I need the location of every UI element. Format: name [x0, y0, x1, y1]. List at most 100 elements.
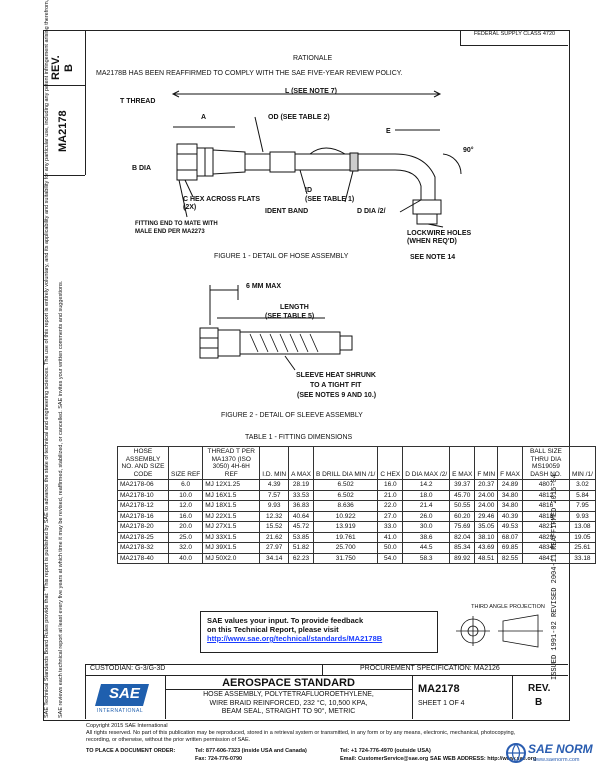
- table-cell: 40.39: [497, 510, 523, 522]
- feedback-link[interactable]: http://www.sae.org/technical/standards/M…: [207, 634, 383, 643]
- table-header-cell: HOSE ASSEMBLY NO. AND SIZE CODE: [117, 446, 169, 480]
- table-cell: 82.55: [497, 552, 523, 564]
- fig1-a: A: [201, 114, 207, 121]
- fig1-see-note14: SEE NOTE 14: [410, 254, 456, 261]
- projection-label: THIRD ANGLE PROJECTION: [471, 604, 545, 610]
- fig1-b-dia: B DIA: [132, 165, 152, 172]
- table-cell: 89.92: [449, 552, 476, 564]
- table-cell: 26.0: [402, 510, 451, 522]
- email: Email: CustomerService@sae.org: [340, 756, 429, 762]
- third-angle-projection-icon: [456, 614, 543, 648]
- fig1-ident-band: IDENT BAND: [265, 208, 309, 215]
- table-cell: 45.72: [288, 521, 314, 533]
- table-cell: 82.04: [449, 531, 476, 543]
- fig1-fitting-end: FITTING END TO MATE WITH MALE END PER MA…: [135, 221, 218, 235]
- desc-line1: HOSE ASSEMBLY, POLYTETRAFLUOROETHYLENE,: [203, 691, 374, 698]
- table-header-cell: I.D. MIN: [259, 446, 290, 480]
- table-cell: 25.700: [312, 542, 379, 554]
- table-cell: 16.0: [377, 479, 404, 491]
- table-cell: 6.0: [167, 479, 204, 491]
- watermark-globe-icon: [506, 743, 526, 763]
- figure1-caption: FIGURE 1 - DETAIL OF HOSE ASSEMBLY: [214, 253, 349, 260]
- table-cell: 3.02: [568, 479, 596, 491]
- table-header-cell: E MAX: [449, 446, 476, 480]
- fig2-see-notes: (SEE NOTES 9 AND 10.): [297, 392, 377, 399]
- watermark-sub: www.saenorm.com: [533, 757, 580, 763]
- fig1-id: ID: [305, 187, 312, 194]
- table-cell: 33.0: [377, 521, 404, 533]
- table-cell: 62.23: [288, 552, 314, 564]
- table-cell: 51.82: [288, 542, 314, 554]
- fig1-angle: 90°: [463, 147, 474, 154]
- table-cell: 69.85: [497, 542, 523, 554]
- table-cell: MA2178-40: [117, 552, 169, 564]
- legal-text-1: SAE Technical Standards Board Rules prov…: [44, 0, 50, 718]
- copyright-block: Copyright 2015 SAE International All rig…: [86, 723, 566, 744]
- table-cell: MA2178-10: [117, 489, 169, 501]
- figure2-caption: FIGURE 2 - DETAIL OF SLEEVE ASSEMBLY: [221, 412, 363, 419]
- table-cell: 14.2: [402, 479, 451, 491]
- table-cell: 9.93: [259, 500, 290, 512]
- footer-logo-rule: [165, 675, 166, 719]
- table-cell: 16.0: [167, 510, 204, 522]
- table-cell: 4807: [521, 479, 570, 491]
- table-cell: 12.32: [259, 510, 290, 522]
- table-cell: 4818: [521, 510, 570, 522]
- table-cell: 32.0: [167, 542, 204, 554]
- watermark: SAE NORM www.saenorm.com: [505, 740, 597, 770]
- footer-rev-rule: [512, 675, 513, 719]
- table-cell: 36.83: [288, 500, 314, 512]
- table-cell: 15.52: [259, 521, 290, 533]
- table-cell: 13.919: [312, 521, 379, 533]
- rev-label-vertical: REV.: [50, 55, 62, 80]
- table-cell: MJ 50X2.0: [202, 552, 261, 564]
- figure2-sleeve-drawing: [199, 285, 353, 371]
- table-cell: 9.93: [568, 510, 596, 522]
- table-cell: 58.3: [402, 552, 451, 564]
- sae-logo-text: SAE: [109, 685, 140, 702]
- header-doc-rule: [43, 175, 85, 176]
- header-rev-rule: [43, 85, 85, 86]
- table-cell: 4812: [521, 489, 570, 501]
- footer-left-rule: [85, 664, 86, 719]
- table-cell: MJ 27X1.5: [202, 521, 261, 533]
- table-cell: 20.37: [474, 479, 499, 491]
- table-cell: 10.922: [312, 510, 379, 522]
- procurement-spec: PROCUREMENT SPECIFICATION: MA2126: [360, 665, 500, 672]
- table-cell: 31.750: [312, 552, 379, 564]
- table-cell: 25.0: [167, 531, 204, 543]
- fig1-c-hex: C HEX ACROSS FLATS (2X): [183, 196, 261, 211]
- fig1-d-dia: D DIA /2/: [357, 208, 386, 215]
- feedback-line1: SAE values your input. To provide feedba…: [207, 616, 364, 625]
- watermark-text: SAE NORM: [528, 742, 593, 756]
- table-cell: 7.95: [568, 500, 596, 512]
- table-header-cell: F MIN: [474, 446, 499, 480]
- table-cell: 44.5: [402, 542, 451, 554]
- table-header-cell: MIN /1/: [568, 446, 596, 480]
- table-cell: 34.80: [497, 500, 523, 512]
- table-cell: 30.0: [402, 521, 451, 533]
- table-cell: 49.53: [497, 521, 523, 533]
- table-cell: MJ 18X1.5: [202, 500, 261, 512]
- table-cell: 24.00: [474, 500, 499, 512]
- figure1-hose-drawing: [171, 90, 462, 228]
- table-cell: 53.85: [288, 531, 314, 543]
- table-cell: 40.0: [167, 552, 204, 564]
- table-cell: 25.61: [568, 542, 596, 554]
- table-header-cell: BALL SIZE THRU DIA MS19059 DASH NO.: [521, 446, 570, 480]
- rationale-text: MA2178B HAS BEEN REAFFIRMED TO COMPLY WI…: [96, 70, 403, 77]
- table-cell: 45.70: [449, 489, 476, 501]
- doc-number-vertical: MA2178: [57, 110, 69, 152]
- table-cell: MA2178-20: [117, 521, 169, 533]
- table-cell: MA2178-16: [117, 510, 169, 522]
- copyright-line1: Copyright 2015 SAE International: [86, 723, 168, 729]
- table-cell: 18.0: [402, 489, 451, 501]
- table-cell: 41.0: [377, 531, 404, 543]
- copyright-line3: recording, or otherwise, without the pri…: [86, 737, 251, 743]
- web-address[interactable]: SAE WEB ADDRESS: http://www.sae.org: [430, 756, 537, 762]
- fig2-see-table5: (SEE TABLE 5): [265, 313, 315, 320]
- fig1-od-note: OD (SEE TABLE 2): [268, 114, 330, 121]
